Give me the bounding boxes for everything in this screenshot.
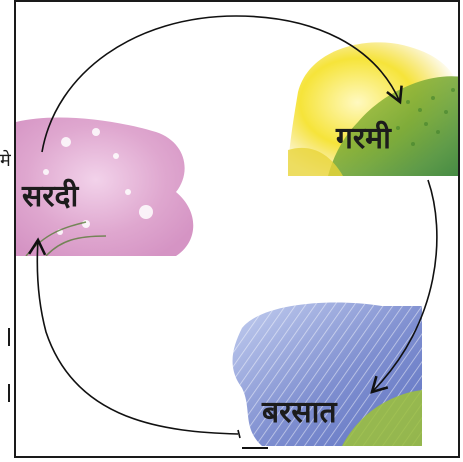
- arrow-tail-mark: [238, 430, 240, 438]
- margin-tick-1: [8, 328, 10, 346]
- margin-tick-2: [8, 384, 10, 402]
- arrow-monsoon-to-winter: [37, 240, 238, 434]
- diagram-frame: गरमी सरदी: [14, 0, 460, 458]
- arrow-winter-to-summer: [42, 16, 400, 152]
- cycle-arrows: [16, 2, 460, 458]
- margin-fragment-text: मे: [0, 152, 11, 170]
- arrow-summer-to-monsoon: [372, 180, 437, 392]
